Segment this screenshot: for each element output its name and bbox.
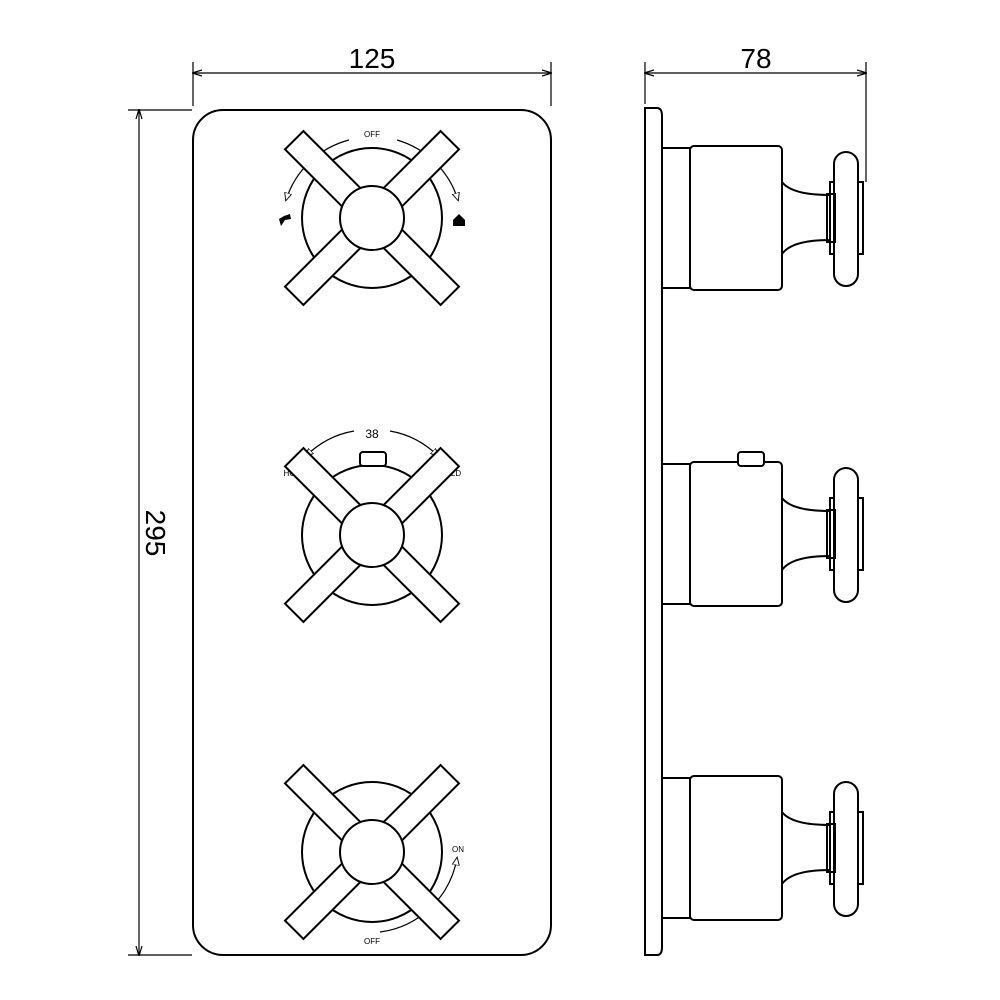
- dimension-height-label: 295: [140, 510, 171, 557]
- dimension-depth: 78: [645, 43, 866, 182]
- stop-valve-on-label: ON: [452, 845, 464, 854]
- dimension-width-label: 125: [349, 43, 396, 74]
- shower-head-icon: [453, 214, 465, 226]
- front-view: OFF 38 HOT COLD: [192, 109, 552, 956]
- diverter-control: OFF: [279, 129, 465, 307]
- thermostat-cross-handle[interactable]: [283, 446, 461, 624]
- dimension-height: 295: [128, 110, 192, 955]
- side-diverter-valve: [661, 145, 864, 291]
- bath-spout-icon: [279, 214, 291, 226]
- stop-valve-cross-handle[interactable]: [283, 763, 461, 941]
- stop-valve-rosette: [301, 781, 443, 923]
- diverter-off-label: OFF: [364, 130, 380, 139]
- thermostat-safety-button[interactable]: [359, 451, 387, 467]
- side-stop-valve: [661, 775, 864, 921]
- stop-valve-off-label: OFF: [364, 937, 380, 946]
- side-thermostat-valve: [661, 451, 864, 607]
- thermostat-control: 38 HOT COLD: [283, 427, 461, 624]
- stop-valve-control: ON OFF: [283, 763, 464, 946]
- side-view: [644, 107, 864, 956]
- faceplate: [192, 109, 552, 956]
- side-faceplate: [644, 107, 663, 956]
- thermostat-temp-label: 38: [365, 427, 379, 441]
- dimension-depth-label: 78: [740, 43, 771, 74]
- diverter-rosette: [301, 147, 443, 289]
- diverter-cross-handle[interactable]: [283, 129, 461, 307]
- dimension-width: 125: [193, 43, 551, 106]
